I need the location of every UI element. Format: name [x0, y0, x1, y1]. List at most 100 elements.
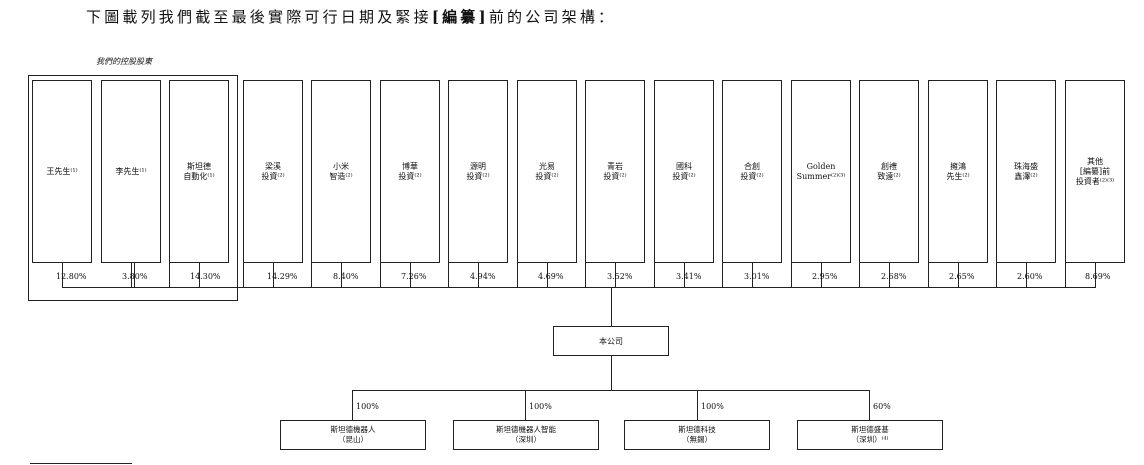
shareholder-box: 青岩 投資⁽²⁾: [585, 80, 645, 263]
subsidiary-connector: [869, 390, 870, 420]
shareholder-percentage: 4.69%: [538, 272, 564, 281]
shareholder-name: 珠海盛 鑫澤⁽²⁾: [1014, 161, 1038, 181]
percentage-separator: [134, 263, 135, 287]
shareholder-percentage: 7.26%: [401, 272, 427, 281]
shareholder-connector: [1026, 263, 1027, 287]
controlling-shareholders-label: 我們的控股股東: [96, 57, 152, 66]
shareholder-box: 斯坦德 自動化⁽¹⁾: [169, 80, 229, 263]
shareholder-percentage: 2.65%: [949, 272, 975, 281]
shareholder-box: 國科 投資⁽²⁾: [654, 80, 714, 263]
intro-text: 下圖載列我們截至最後實際可行日期及緊接[編纂]前的公司架構：: [86, 6, 616, 27]
shareholder-name: 擁鴻 先生⁽²⁾: [946, 161, 970, 181]
shareholder-connector: [410, 263, 411, 287]
subsidiary-connector: [697, 390, 698, 420]
shareholder-name: 王先生⁽¹⁾: [46, 166, 78, 176]
percentage-separator: [1065, 263, 1066, 287]
shareholder-percentage: 2.60%: [1017, 272, 1043, 281]
percentage-separator: [585, 263, 586, 287]
percentage-separator: [311, 263, 312, 287]
shareholder-name: 源明 投資⁽²⁾: [466, 161, 490, 181]
subsidiary-box: 斯坦德科技 （無錫）: [624, 420, 770, 450]
shareholder-name: 國科 投資⁽²⁾: [672, 161, 696, 181]
subsidiary-name: 斯坦德科技 （無錫）: [678, 425, 716, 444]
subsidiary-percentage: 100%: [529, 402, 552, 411]
subsidiary-box: 斯坦德機器人智能 （深圳）: [453, 420, 599, 450]
shareholder-connector: [958, 263, 959, 287]
shareholder-box: 珠海盛 鑫澤⁽²⁾: [996, 80, 1056, 263]
shareholder-box: 其他 [編纂]前 投資者⁽²⁾⁽³⁾: [1065, 80, 1125, 263]
trunk-to-subsidiaries: [611, 356, 612, 390]
subsidiary-connector: [525, 390, 526, 420]
shareholder-box: 創禮 致遠⁽²⁾: [859, 80, 919, 263]
subsidiary-connector: [352, 390, 353, 420]
shareholder-percentage: 12.80%: [56, 272, 87, 281]
percentage-separator: [654, 263, 655, 287]
shareholder-name: 博華 投資⁽²⁾: [398, 161, 422, 181]
subsidiary-name: 斯坦德盛基 （深圳）⁽⁴⁾: [851, 425, 889, 444]
intro-before: 下圖載列我們截至最後實際可行日期及緊接: [86, 8, 432, 26]
shareholder-connector: [273, 263, 274, 287]
percentage-separator: [722, 263, 723, 287]
shareholder-connector: [547, 263, 548, 287]
shareholder-connector: [478, 263, 479, 287]
shareholder-box: 擁鴻 先生⁽²⁾: [928, 80, 988, 263]
subsidiary-percentage: 100%: [356, 402, 379, 411]
shareholder-box: 李先生⁽¹⁾: [101, 80, 161, 263]
subsidiary-bar: [352, 390, 869, 391]
shareholder-box: 光易 投資⁽²⁾: [517, 80, 577, 263]
shareholder-percentage: 8.69%: [1085, 272, 1111, 281]
controlling-shareholders-group: [28, 75, 238, 301]
percentage-separator: [380, 263, 381, 287]
shareholder-box: 王先生⁽¹⁾: [32, 80, 92, 263]
subsidiary-percentage: 60%: [873, 402, 891, 411]
shareholder-percentage: 14.30%: [190, 272, 221, 281]
shareholder-connector: [684, 263, 685, 287]
shareholder-percentage: 3.41%: [676, 272, 702, 281]
percentage-separator: [928, 263, 929, 287]
shareholder-percentage: 3.52%: [607, 272, 633, 281]
percentage-separator: [243, 263, 244, 287]
shareholder-connector: [1095, 263, 1096, 287]
company-box: 本公司: [553, 326, 669, 356]
shareholder-name: 光易 投資⁽²⁾: [535, 161, 559, 181]
shareholder-percentage: 3.01%: [744, 272, 770, 281]
trunk-to-company: [611, 287, 612, 326]
subsidiary-box: 斯坦德盛基 （深圳）⁽⁴⁾: [797, 420, 943, 450]
shareholder-name: 梁溪 投資⁽²⁾: [261, 161, 285, 181]
shareholder-percentage: 2.95%: [812, 272, 838, 281]
shareholder-connector: [752, 263, 753, 287]
shareholder-name: 合創 投資⁽²⁾: [740, 161, 764, 181]
subsidiary-name: 斯坦德機器人智能 （深圳）: [496, 425, 556, 444]
shareholder-connector: [199, 263, 200, 287]
shareholder-name: 斯坦德 自動化⁽¹⁾: [183, 161, 215, 181]
shareholder-box: 博華 投資⁽²⁾: [380, 80, 440, 263]
shareholder-name: 創禮 致遠⁽²⁾: [877, 161, 901, 181]
shareholder-box: 源明 投資⁽²⁾: [448, 80, 508, 263]
percentage-separator: [517, 263, 518, 287]
shareholder-connector: [615, 263, 616, 287]
shareholder-connector: [821, 263, 822, 287]
shareholder-name: Golden Summer⁽²⁾⁽³⁾: [796, 161, 846, 181]
shareholder-connector: [131, 263, 132, 287]
ownership-bar: [62, 287, 1096, 288]
percentage-separator: [169, 263, 170, 287]
shareholder-name: 其他 [編纂]前 投資者⁽²⁾⁽³⁾: [1075, 156, 1115, 186]
percentage-separator: [448, 263, 449, 287]
shareholder-name: 青岩 投資⁽²⁾: [603, 161, 627, 181]
shareholder-percentage: 2.68%: [881, 272, 907, 281]
subsidiary-name: 斯坦德機器人 （昆山）: [330, 425, 376, 444]
subsidiary-box: 斯坦德機器人 （昆山）: [280, 420, 426, 450]
shareholder-name: 李先生⁽¹⁾: [115, 166, 147, 176]
shareholder-connector: [341, 263, 342, 287]
shareholder-name: 小米 智造⁽²⁾: [329, 161, 353, 181]
shareholder-box: 合創 投資⁽²⁾: [722, 80, 782, 263]
shareholder-percentage: 8.40%: [333, 272, 359, 281]
shareholder-box: Golden Summer⁽²⁾⁽³⁾: [791, 80, 851, 263]
shareholder-percentage: 4.94%: [470, 272, 496, 281]
footnote-rule: [30, 463, 132, 464]
shareholder-percentage: 14.29%: [267, 272, 298, 281]
shareholder-box: 梁溪 投資⁽²⁾: [243, 80, 303, 263]
intro-after: 前的公司架構：: [488, 8, 617, 26]
shareholder-box: 小米 智造⁽²⁾: [311, 80, 371, 263]
percentage-separator: [859, 263, 860, 287]
